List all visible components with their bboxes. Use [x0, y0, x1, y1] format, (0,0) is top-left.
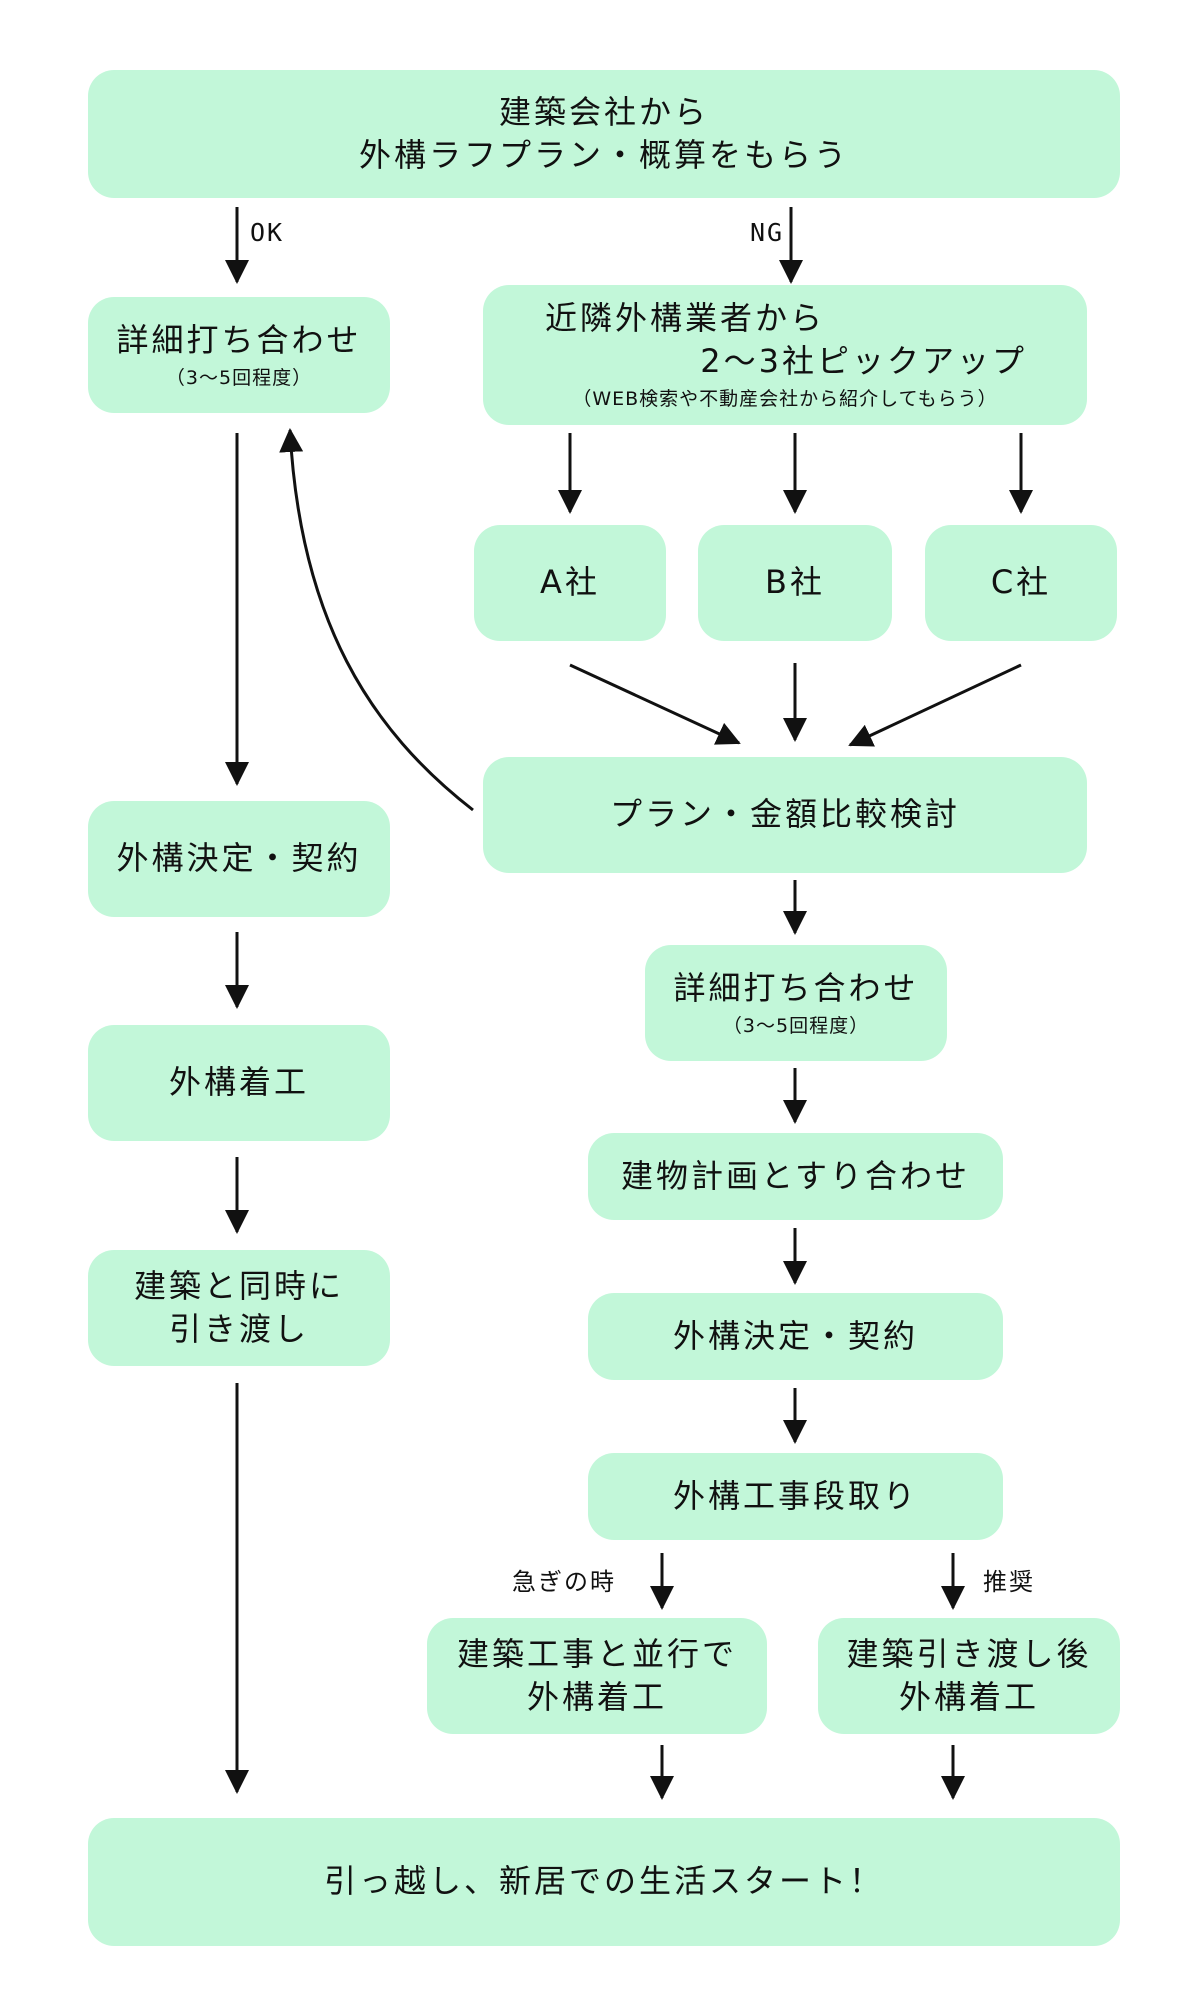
- after-line2: 外構着工: [898, 1678, 1039, 1716]
- ng-branch-label: NG: [750, 218, 785, 247]
- end-box: 引っ越し、新居での生活スタート！: [88, 1818, 1120, 1946]
- parallel-line1: 建築工事と並行で: [456, 1634, 737, 1673]
- parallel-construction-box: 建築工事と並行で 外構着工: [427, 1618, 767, 1734]
- parallel-line2: 外構着工: [526, 1678, 667, 1716]
- after-handover-box: 建築引き渡し後 外構着工: [818, 1618, 1120, 1734]
- ok-construction-label: 外構着工: [168, 1063, 309, 1102]
- ok-decision-label: 外構決定・契約: [116, 839, 362, 878]
- company-c-box: C社: [925, 525, 1117, 641]
- compare-box: プラン・金額比較検討: [483, 757, 1087, 873]
- ng-pickup-line1: 近隣外構業者から: [545, 298, 826, 337]
- compare-label: プラン・金額比較検討: [609, 795, 960, 834]
- coordinate-label: 建物計画とすり合わせ: [620, 1156, 971, 1195]
- after-line1: 建築引き渡し後: [846, 1634, 1092, 1673]
- ng-detail-meeting-title: 詳細打ち合わせ: [673, 968, 919, 1007]
- ok-detail-meeting-box: 詳細打ち合わせ （3～5回程度）: [88, 297, 390, 413]
- ng-decision-label: 外構決定・契約: [672, 1316, 918, 1355]
- coordinate-box: 建物計画とすり合わせ: [588, 1133, 1003, 1220]
- end-label: 引っ越し、新居での生活スタート！: [323, 1862, 884, 1901]
- ng-pickup-box: 近隣外構業者から 2～3社ピックアップ （WEB検索や不動産会社から紹介してもら…: [483, 285, 1087, 425]
- start-line1: 建築会社から: [498, 92, 709, 131]
- ng-detail-meeting-box: 詳細打ち合わせ （3～5回程度）: [645, 945, 947, 1061]
- ok-branch-label: OK: [250, 218, 285, 247]
- urgent-label: 急ぎの時: [512, 1568, 616, 1596]
- ng-pickup-sub: （WEB検索や不動産会社から紹介してもらう）: [572, 388, 998, 411]
- ng-decision-box: 外構決定・契約: [588, 1293, 1003, 1380]
- start-line2: 外構ラフプラン・概算をもらう: [358, 136, 849, 174]
- ok-handover-line1: 建築と同時に: [133, 1266, 344, 1305]
- ok-handover-box: 建築と同時に 引き渡し: [88, 1250, 390, 1366]
- arrow-company-c-to-compare: [848, 663, 1022, 747]
- recommended-label: 推奨: [983, 1568, 1035, 1596]
- company-a-box: A社: [474, 525, 666, 641]
- ng-pickup-line2: 2～3社ピックアップ: [700, 342, 1027, 381]
- start-box: 建築会社から 外構ラフプラン・概算をもらう: [88, 70, 1120, 198]
- ok-handover-line2: 引き渡し: [168, 1310, 309, 1348]
- ng-detail-meeting-sub: （3～5回程度）: [722, 1014, 870, 1037]
- arrow-company-a-to-compare: [569, 663, 741, 745]
- company-b-box: B社: [698, 525, 892, 641]
- company-c-label: C社: [990, 563, 1052, 602]
- arrow-compare-back-to-detail: [279, 428, 474, 812]
- company-b-label: B社: [765, 563, 825, 602]
- company-a-label: A社: [540, 563, 600, 602]
- arrange-label: 外構工事段取り: [672, 1476, 918, 1515]
- ok-detail-meeting-sub: （3～5回程度）: [165, 366, 313, 389]
- ok-construction-box: 外構着工: [88, 1025, 390, 1141]
- ok-decision-box: 外構決定・契約: [88, 801, 390, 917]
- arrange-box: 外構工事段取り: [588, 1453, 1003, 1540]
- ok-detail-meeting-title: 詳細打ち合わせ: [116, 320, 362, 359]
